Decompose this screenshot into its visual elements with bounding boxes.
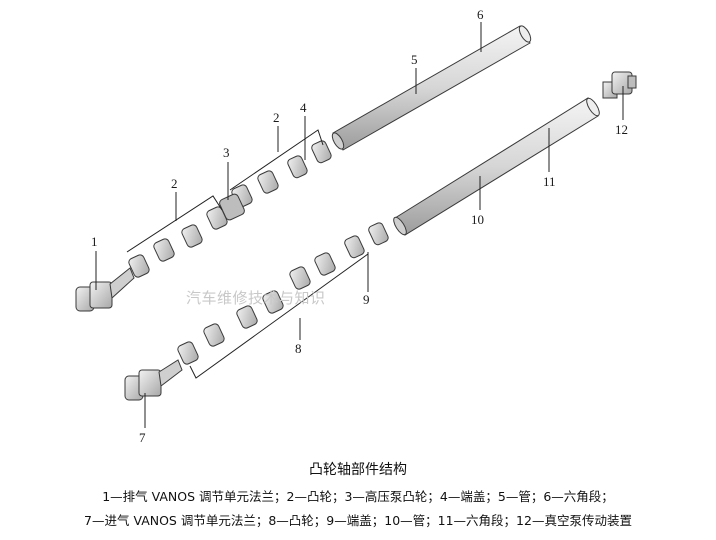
exhaust-tube bbox=[331, 25, 532, 151]
callout-11: 11 bbox=[543, 174, 556, 189]
exhaust-vanos-flange bbox=[75, 267, 135, 312]
callout-10: 10 bbox=[471, 212, 484, 227]
vacuum-pump-drive bbox=[602, 71, 637, 99]
high-pressure-pump-cam bbox=[219, 193, 245, 221]
callout-6: 6 bbox=[477, 7, 484, 22]
legend-line-2: 7—进气 VANOS 调节单元法兰；8—凸轮；9—端盖；10—管；11—六角段；… bbox=[84, 513, 632, 528]
callout-2-left: 2 bbox=[171, 176, 178, 191]
caption-title: 凸轮轴部件结构 bbox=[309, 462, 407, 478]
callouts: 1 2 2 3 4 5 6 7 8 9 10 11 12 bbox=[91, 7, 628, 445]
bracket-exhaust-cams-left bbox=[126, 195, 223, 253]
callout-1: 1 bbox=[91, 234, 98, 249]
camshaft-exploded-diagram: 1 2 2 3 4 5 6 7 8 9 10 11 12 bbox=[75, 7, 637, 445]
intake-vanos-flange bbox=[124, 359, 183, 401]
callout-12: 12 bbox=[615, 122, 628, 137]
callout-3: 3 bbox=[223, 145, 230, 160]
callout-7: 7 bbox=[139, 430, 146, 445]
callout-8: 8 bbox=[295, 341, 302, 356]
watermark-text: 汽车维修技术与知识 bbox=[186, 289, 326, 307]
intake-cams bbox=[177, 252, 336, 365]
exhaust-end-cap bbox=[287, 140, 332, 179]
callout-9: 9 bbox=[363, 292, 370, 307]
callout-4: 4 bbox=[300, 100, 307, 115]
callout-5: 5 bbox=[411, 52, 418, 67]
bracket-exhaust-cams-right bbox=[229, 129, 324, 191]
leader-lines bbox=[95, 22, 624, 428]
intake-tube bbox=[393, 97, 600, 236]
legend-line-1: 1—排气 VANOS 调节单元法兰；2—凸轮；3—高压泵凸轮；4—端盖；5—管；… bbox=[102, 489, 614, 504]
bracket-intake-cams bbox=[189, 253, 369, 379]
group-brackets bbox=[126, 129, 369, 379]
intake-end-cap bbox=[344, 222, 389, 259]
callout-2-right: 2 bbox=[273, 110, 280, 125]
exhaust-cams bbox=[128, 170, 279, 278]
